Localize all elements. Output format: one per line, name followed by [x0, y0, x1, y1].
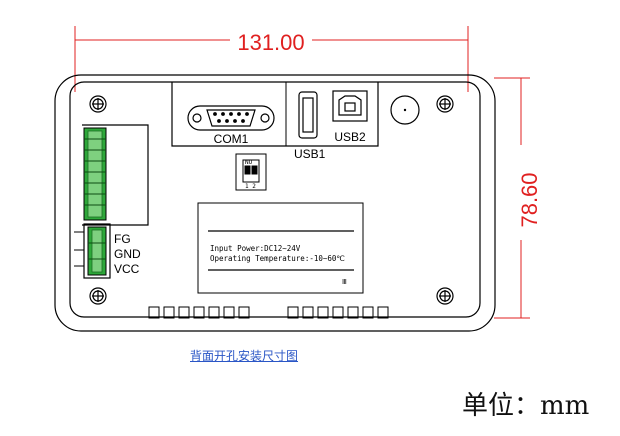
nameplate-line1: Input Power:DC12~24V — [210, 244, 301, 253]
com1-label: COM1 — [214, 132, 249, 146]
buzzer-icon — [390, 95, 420, 125]
nameplate-mark: Ⅲ — [342, 278, 347, 286]
screw-icon — [436, 287, 454, 305]
usb-a-port-icon — [298, 91, 318, 139]
height-dimension-label: 78.60 — [517, 172, 542, 227]
usb1-label: USB1 — [294, 147, 326, 161]
width-dimension — [74, 26, 469, 92]
usb-b-port-icon — [332, 90, 368, 122]
screw-icon — [89, 95, 107, 113]
housing-outline — [54, 74, 496, 332]
power-terminal-icon — [74, 223, 111, 279]
drawing-caption: 背面开孔安装尺寸图 — [190, 349, 299, 363]
vcc-label: VCC — [114, 262, 140, 276]
usb2-label: USB2 — [334, 130, 366, 144]
dip-on-label: NO — [245, 159, 253, 166]
connector-cutout — [171, 82, 379, 147]
terminal-recess — [82, 124, 149, 226]
width-dimension-label: 131.00 — [237, 30, 304, 55]
db9-connector-icon — [187, 105, 275, 131]
dip-pin-labels: 1 2 — [245, 183, 256, 190]
screw-icon — [436, 95, 454, 113]
nameplate-line2: Operating Temperature:-10~60℃ — [210, 254, 345, 263]
inner-panel-outline — [69, 81, 481, 318]
height-dimension — [494, 77, 530, 319]
nameplate — [197, 202, 364, 294]
unit-label: 单位：mm — [462, 391, 590, 421]
dip-switch — [235, 153, 267, 191]
vent-slots — [148, 306, 389, 319]
gnd-label: GND — [114, 247, 141, 261]
terminal-block-icon — [83, 127, 107, 221]
screw-icon — [89, 287, 107, 305]
fg-label: FG — [114, 232, 131, 246]
